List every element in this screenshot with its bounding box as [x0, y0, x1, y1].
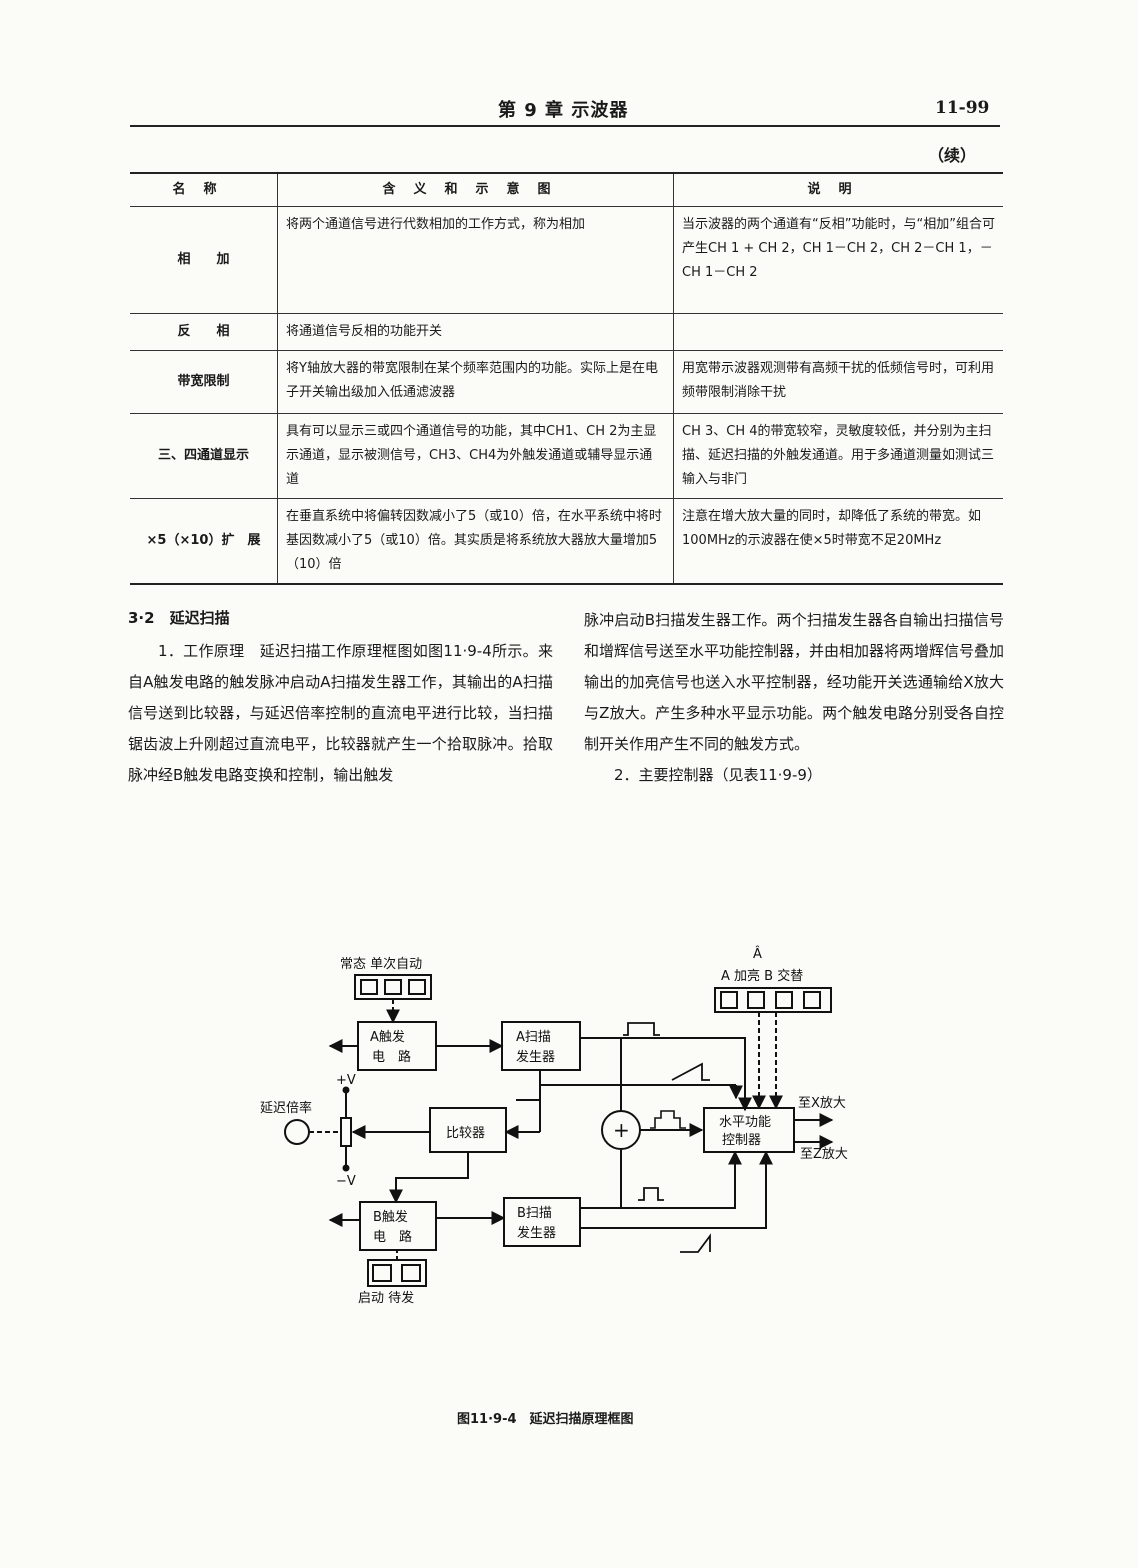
- b-switch-label: 启动 待发: [358, 1290, 414, 1306]
- row-name: 三、四通道显示: [130, 413, 278, 499]
- chapter-title: 第 9 章 示波器: [498, 100, 629, 121]
- table-continued-label: （续）: [928, 146, 977, 165]
- header-meaning: 含义和示意图: [277, 172, 674, 207]
- row-name: 相 加: [130, 206, 278, 314]
- table-row: 三、四通道显示 具有可以显示三或四个通道信号的功能，其中CH1、CH 2为主显示…: [130, 413, 1003, 499]
- table-row: 带宽限制 将Y轴放大器的带宽限制在某个频率范围内的功能。实际上是在电子开关输出级…: [130, 350, 1003, 414]
- table-row: 反 相 将通道信号反相的功能开关: [130, 313, 1003, 351]
- horizontal-controller-block: [703, 1107, 795, 1153]
- delay-knob-icon: [284, 1119, 310, 1145]
- row-meaning: 在垂直系统中将偏转因数减小了5（或10）倍，在水平系统中将时基因数减小了5（或1…: [277, 498, 674, 585]
- delay-label: 延迟倍率: [260, 1100, 312, 1116]
- row-meaning: 将Y轴放大器的带宽限制在某个频率范围内的功能。实际上是在电子开关输出级加入低通滤…: [277, 350, 674, 414]
- function-switch-top: Â: [753, 946, 762, 962]
- table-row: ×5（×10）扩 展 在垂直系统中将偏转因数减小了5（或10）倍，在水平系统中将…: [130, 498, 1003, 585]
- right-column: 脉冲启动B扫描发生器工作。两个扫描发生器各自输出扫描信号和增辉信号送至水平功能控…: [584, 605, 1004, 791]
- figure-caption: 图11·9-4 延迟扫描原理框图: [457, 1412, 634, 1427]
- left-column: 1．工作原理 延迟扫描工作原理框图如图11·9-4所示。来自A触发电路的触发脉冲…: [128, 636, 553, 791]
- header-rule: [130, 125, 1000, 127]
- horiz-ctrl-line1: 水平功能: [719, 1115, 771, 1130]
- spec-table: 名称 含义和示意图 说明 相 加 将两个通道信号进行代数相加的工作方式，称为相加…: [130, 172, 1003, 585]
- a-sweep-line1: A扫描: [516, 1030, 551, 1045]
- row-meaning: 具有可以显示三或四个通道信号的功能，其中CH1、CH 2为主显示通道，显示被测信…: [277, 413, 674, 499]
- function-button-b: [775, 991, 793, 1009]
- function-button-alternate: [803, 991, 821, 1009]
- out-z-label: 至Z放大: [800, 1147, 848, 1162]
- row-note: [673, 313, 1003, 351]
- b-button-standby: [401, 1264, 421, 1282]
- mode-switch-label: 常态 单次自动: [340, 956, 422, 972]
- out-x-label: 至X放大: [798, 1096, 846, 1111]
- b-sweep-line2: 发生器: [517, 1225, 556, 1241]
- row-note: 当示波器的两个通道有“反相”功能时，与“相加”组合可产生CH 1 + CH 2，…: [673, 206, 1003, 314]
- a-trigger-line2: 电 路: [372, 1049, 411, 1065]
- adder-symbol: +: [613, 1118, 630, 1142]
- delay-sweep-diagram: 常态 单次自动 A触发 电 路 A扫描 发生器 比较器 B触发 电 路 B扫描 …: [260, 946, 848, 1306]
- row-name: 反 相: [130, 313, 278, 351]
- horiz-ctrl-line2: 控制器: [722, 1133, 761, 1148]
- a-trigger-line1: A触发: [370, 1029, 405, 1045]
- table-row: 相 加 将两个通道信号进行代数相加的工作方式，称为相加 当示波器的两个通道有“反…: [130, 206, 1003, 314]
- right-item-2: 2．主要控制器（见表11·9-9）: [614, 766, 822, 784]
- comparator-label: 比较器: [446, 1126, 485, 1141]
- mode-button-normal: [360, 979, 378, 995]
- function-switch-label: A 加亮 B 交替: [721, 968, 803, 984]
- mode-switch-box: [354, 974, 432, 1000]
- row-meaning: 将通道信号反相的功能开关: [277, 313, 674, 351]
- page-number: 11-99: [935, 98, 990, 118]
- mode-button-single: [384, 979, 402, 995]
- b-trigger-line1: B触发: [373, 1209, 408, 1225]
- minus-v-label: −V: [336, 1174, 356, 1189]
- row-note: 注意在增大放大量的同时，却降低了系统的带宽。如100MHz的示波器在使×5时带宽…: [673, 498, 1003, 585]
- a-sweep-line2: 发生器: [516, 1049, 555, 1065]
- function-switch-box: [714, 987, 832, 1013]
- table-header-row: 名称 含义和示意图 说明: [130, 172, 1003, 207]
- function-button-intensify: [747, 991, 765, 1009]
- header-name: 名称: [130, 172, 278, 207]
- row-meaning: 将两个通道信号进行代数相加的工作方式，称为相加: [277, 206, 674, 314]
- left-paragraph: 1．工作原理 延迟扫描工作原理框图如图11·9-4所示。来自A触发电路的触发脉冲…: [128, 642, 553, 784]
- potentiometer-icon: [340, 1117, 352, 1147]
- row-name: ×5（×10）扩 展: [130, 498, 278, 585]
- function-button-a: [720, 991, 738, 1009]
- row-note: 用宽带示波器观测带有高频干扰的低频信号时，可利用频带限制消除干扰: [673, 350, 1003, 414]
- b-switch-box: [367, 1259, 427, 1287]
- mode-button-auto: [408, 979, 426, 995]
- section-title: 3·2 延迟扫描: [128, 609, 230, 627]
- plus-v-label: +V: [336, 1073, 356, 1088]
- right-paragraph: 脉冲启动B扫描发生器工作。两个扫描发生器各自输出扫描信号和增辉信号送至水平功能控…: [584, 611, 1005, 753]
- header-note: 说明: [673, 172, 1003, 207]
- b-button-start: [372, 1264, 392, 1282]
- row-name: 带宽限制: [130, 350, 278, 414]
- row-note: CH 3、CH 4的带宽较窄，灵敏度较低，并分别为主扫描、延迟扫描的外触发通道。…: [673, 413, 1003, 499]
- b-trigger-line2: 电 路: [373, 1229, 412, 1245]
- b-sweep-line1: B扫描: [517, 1206, 552, 1221]
